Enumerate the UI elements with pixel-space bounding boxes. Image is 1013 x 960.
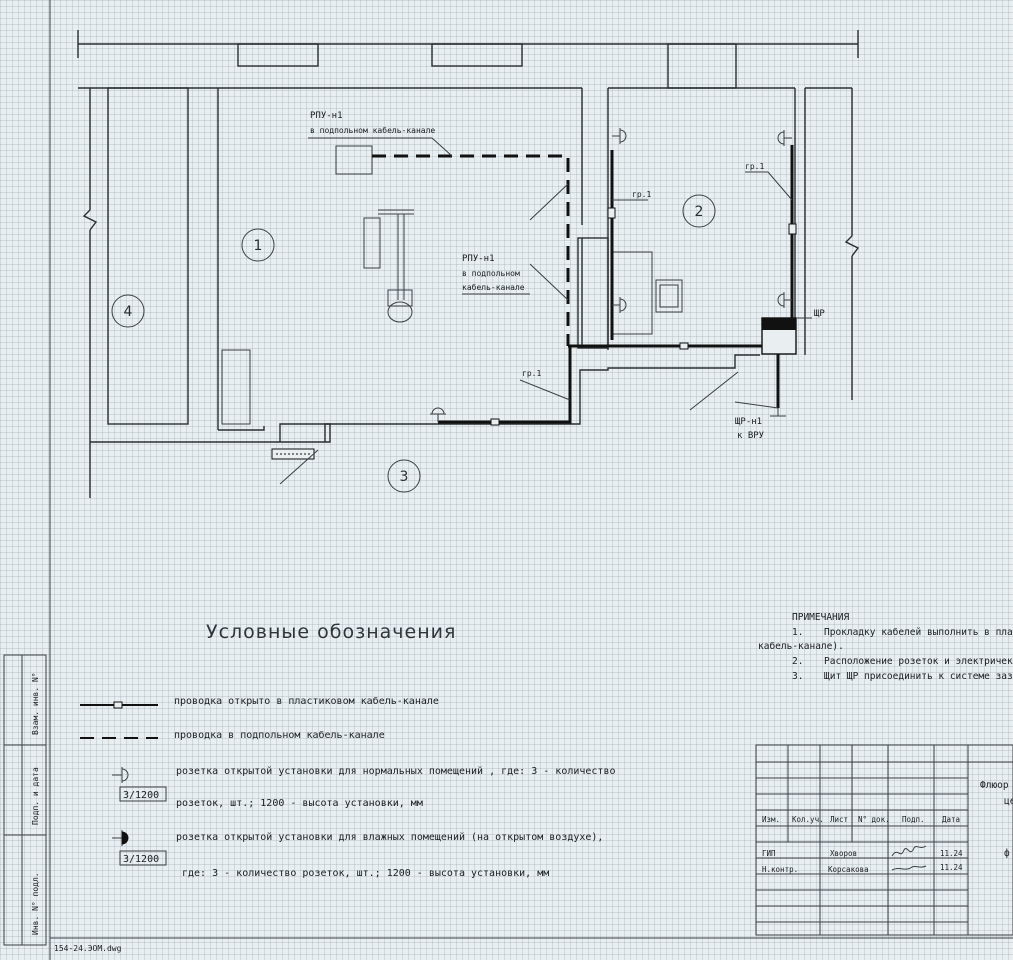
note-3-text: Щит ЩР присоединить к системе заз (824, 671, 1013, 682)
tb-header-list: Лист (830, 815, 848, 824)
room-markers: 1 2 3 4 (111, 194, 716, 493)
label-gr1-c: гр.1 (745, 162, 764, 171)
label-rpu1-mid: РПУ-н1 (462, 254, 495, 264)
legend-item-wet-socket: 3/1200 розетка открытой установки для вл… (112, 830, 603, 879)
note-1-text: Прокладку кабелей выполнить в плас (824, 627, 1013, 638)
room-1-label: 1 (254, 238, 263, 254)
legend-item-normal-socket: 3/1200 розетка открытой установки для но… (112, 765, 616, 809)
label-gr1-a: гр.1 (522, 369, 541, 378)
side-stamp-inv: Инв. N° подл. (31, 872, 40, 935)
legend-normal-socket-line2: розеток, шт.; 1200 - высота установки, м… (176, 798, 423, 809)
label-floor-mid-2: кабель-канале (462, 282, 525, 292)
note-2-num: 2. (792, 656, 803, 667)
top-wall (77, 30, 860, 430)
room-1-marker (241, 228, 275, 262)
legend-normal-socket-line1: розетка открытой установки для нормальны… (176, 765, 616, 777)
side-stamp-podp: Подп. и дата (31, 767, 40, 825)
tb-row1-role: ГИП (762, 849, 776, 858)
label-floor-mid-1: в подпольном (462, 269, 520, 278)
tb-row2-date: 11.24 (940, 863, 963, 872)
tb-header-izm: Изм. (762, 815, 780, 824)
signature-2 (891, 865, 927, 871)
room-3-marker (387, 459, 421, 493)
note-1-cont: кабель-канале). (758, 641, 844, 652)
room-1-bottom-walls (218, 237, 760, 443)
legend-normal-socket-box: 3/1200 (123, 790, 159, 801)
notes-title: ПРИМЕЧАНИЯ (792, 612, 849, 623)
legend-title: Условные обозначения (206, 621, 456, 643)
tb-row1-name: Хворов (830, 849, 857, 858)
tb-header-podp: Подп. (902, 815, 925, 824)
door-tag (271, 448, 315, 460)
note-1-num: 1. (792, 627, 803, 638)
note-3-num: 3. (792, 671, 803, 682)
legend-item-floor-channel: проводка в подпольном кабель-канале (80, 729, 385, 741)
label-to-vru: к ВРУ (737, 431, 765, 441)
label-gr1-b: гр.1 (632, 190, 651, 199)
leader-lines (279, 137, 812, 485)
tb-right-text-3: ф (1004, 848, 1010, 859)
tb-row1-date: 11.24 (940, 849, 963, 858)
side-stamp-vzam: Взам. инв. N° (31, 672, 40, 735)
legend-wet-socket-box: 3/1200 (123, 854, 159, 865)
room-4-marker (111, 294, 145, 328)
tb-right-text-1: Флюор (980, 780, 1009, 791)
tb-header-kol: Кол.уч. (792, 815, 824, 824)
signature-1 (891, 845, 927, 857)
note-2-text: Расположение розеток и электричек (824, 656, 1013, 667)
room-1-furniture (221, 145, 414, 425)
legend-floor-channel-text: проводка в подпольном кабель-канале (174, 729, 385, 741)
title-block: Изм. Кол.уч. Лист N° док. Подп. Дата ГИП… (755, 744, 1013, 936)
label-floor-channel-top: в подпольном кабель-канале (310, 125, 435, 135)
legend-item-open-channel: проводка открыто в пластиковом кабель-ка… (80, 695, 439, 709)
tb-row2-name: Корсакова (828, 865, 869, 874)
open-channel-cable (438, 145, 797, 426)
label-shr: ЩР (814, 309, 825, 319)
shr-panel (761, 317, 797, 355)
filename-label: 154-24.ЭОМ.dwg (54, 944, 122, 953)
tb-header-doc: N° док. (858, 815, 890, 824)
room-2-furniture (611, 251, 683, 335)
legend-wet-socket-line1: розетка открытой установки для влажных п… (176, 831, 603, 843)
tb-row2-role: Н.контр. (762, 865, 798, 874)
room-4-label: 4 (124, 304, 133, 320)
room-4-walls (82, 87, 280, 498)
floor-channel-cable (372, 154, 570, 346)
legend-open-channel-text: проводка открыто в пластиковом кабель-ка… (174, 695, 439, 707)
tb-header-data: Дата (942, 815, 960, 824)
room-3-label: 3 (400, 469, 409, 485)
room-2-label: 2 (695, 204, 704, 220)
room-2-marker (682, 194, 716, 228)
label-rpu1-top: РПУ-н1 (310, 111, 343, 121)
side-stamp: Взам. инв. N° Подп. и дата Инв. N° подл. (3, 654, 47, 946)
tb-right-text-2: це (1004, 796, 1013, 807)
legend-wet-socket-line2: где: 3 - количество розеток, шт.; 1200 -… (182, 868, 549, 879)
label-shr-n1: ЩР-н1 (735, 417, 762, 427)
socket-symbols (430, 128, 792, 422)
